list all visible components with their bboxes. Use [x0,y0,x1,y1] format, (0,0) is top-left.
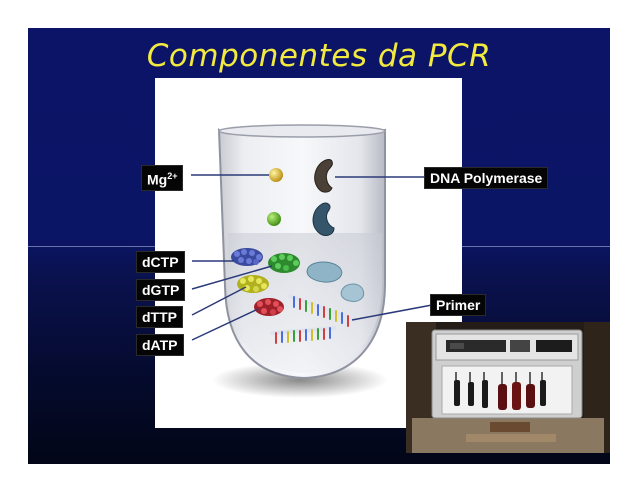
mg-label-text: Mg [147,172,167,188]
dttp-label: dTTP [136,306,183,328]
primer-label: Primer [430,294,486,316]
slide: Componentes da PCR [28,28,610,464]
dgtp-molecule [268,253,300,273]
thermocycler-photo [406,322,610,453]
template-dna-blob [307,262,342,282]
mg-label: Mg2+ [141,165,183,191]
datp-label: dATP [136,334,184,356]
dgtp-label: dGTP [136,279,185,301]
datp-molecule [254,298,284,316]
magnesium-ion-yellow [269,168,283,182]
mg-label-superscript: 2+ [167,171,177,181]
thermocycler-image [406,322,610,453]
template-dna-blob-2 [341,284,364,301]
magnesium-ion-green [267,212,281,226]
dctp-molecule [231,248,263,266]
dctp-label: dCTP [136,251,185,273]
tube-rim [219,125,385,137]
dttp-molecule [237,275,269,293]
dna-polymerase-label: DNA Polymerase [424,167,548,189]
